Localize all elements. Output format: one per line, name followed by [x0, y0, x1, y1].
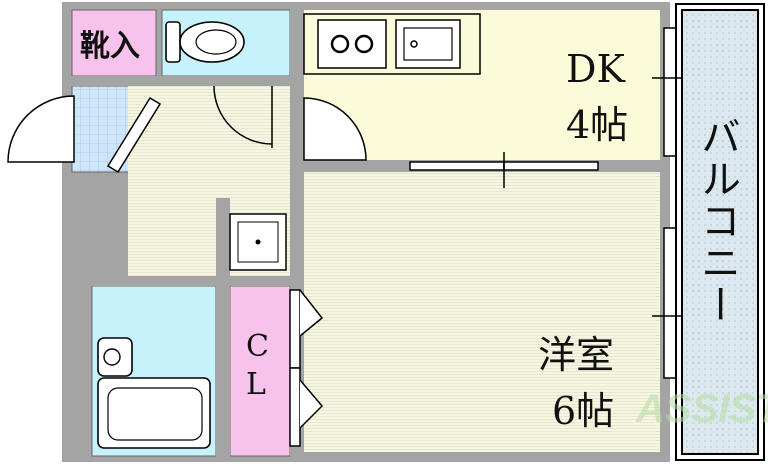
dk-door [303, 97, 367, 161]
dk-label: DK [566, 47, 625, 91]
sink [395, 19, 461, 69]
balcony-rail [675, 3, 765, 461]
closet-label-c: C [246, 329, 269, 364]
bathtub [97, 377, 211, 449]
burner-left [330, 34, 350, 54]
balcony-windows [652, 27, 700, 379]
western-room-size-label: 6帖 [552, 389, 614, 433]
entrance-storage-floor [71, 9, 157, 77]
burner-right [354, 34, 374, 54]
sink-drain [410, 40, 418, 48]
western-room-label: 洋室 [538, 333, 614, 377]
balcony-label: バルコニー [694, 116, 740, 326]
assist-watermark: ASSIST [635, 387, 768, 431]
wall-upper-row [62, 76, 304, 86]
hallway-floor-lower [128, 172, 224, 276]
wall-bath-top [82, 276, 300, 286]
closet-door [289, 289, 324, 447]
dk-size-label: 4帖 [566, 103, 628, 147]
balcony-area [681, 9, 759, 455]
wall-kitchen-left [290, 2, 304, 94]
closet-label-l: L [246, 367, 266, 402]
entrance-door [7, 95, 75, 163]
wall-bath-closet [216, 198, 230, 458]
western-room-floor [304, 172, 660, 452]
wash-basin [97, 337, 133, 377]
toilet-door [213, 85, 273, 148]
sliding-door-dk [409, 152, 599, 188]
stove [317, 19, 387, 69]
entrance-storage-door [106, 96, 162, 174]
laundry-pan [229, 213, 287, 271]
closet-floor [229, 285, 291, 457]
entrance-storage-label: 靴入 [80, 29, 140, 64]
toilet-fixture [165, 21, 245, 63]
sink-basin [403, 27, 453, 61]
